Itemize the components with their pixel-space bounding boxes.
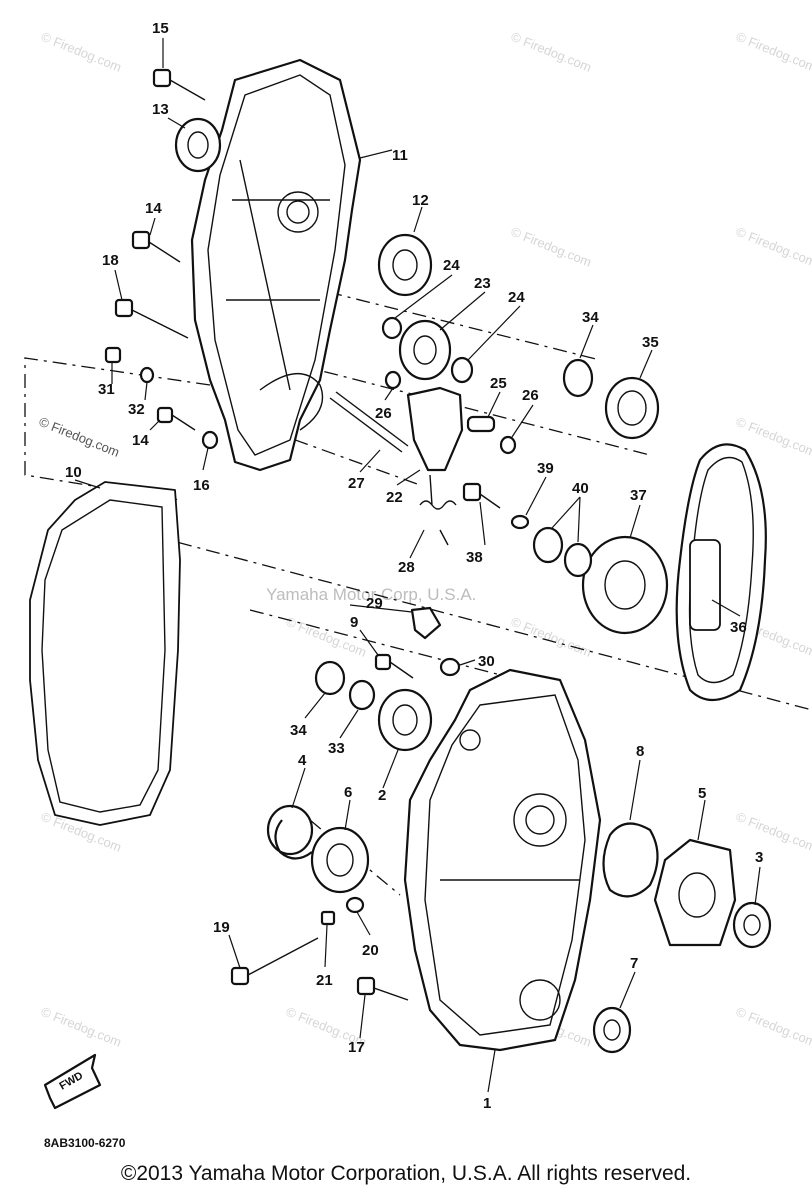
callout-12: 12: [412, 192, 429, 209]
callout-26: 26: [375, 405, 392, 422]
callout-10: 10: [65, 464, 82, 481]
watermark: © Firedog.com: [509, 224, 594, 270]
callout-36: 36: [730, 619, 747, 636]
callout-20: 20: [362, 942, 379, 959]
callout-13: 13: [152, 101, 169, 118]
callout-29: 29: [366, 595, 383, 612]
watermark: © Firedog.com: [509, 29, 594, 75]
callout-39: 39: [537, 460, 554, 477]
watermark-center: Yamaha Motor Corp, U.S.A.: [266, 585, 476, 604]
callout-26b: 26: [522, 387, 539, 404]
callout-19: 19: [213, 919, 230, 936]
gasket: [29, 481, 181, 826]
callout-34: 34: [582, 309, 599, 326]
callout-35: 35: [642, 334, 659, 351]
callout-1: 1: [483, 1095, 491, 1112]
callout-17: 17: [348, 1039, 365, 1056]
plate-8: [602, 822, 659, 898]
callout-34b: 34: [290, 722, 307, 739]
callout-38: 38: [466, 549, 483, 566]
callout-2: 2: [378, 787, 386, 804]
cover-5-hole: [678, 872, 716, 918]
diagram-code: 8AB3100-6270: [44, 1136, 126, 1150]
callout-40: 40: [572, 480, 589, 497]
gasket-inner: [41, 499, 166, 813]
watermark: © Firedog.com: [39, 29, 124, 75]
callout-28: 28: [398, 559, 415, 576]
fitting-29: [410, 606, 442, 640]
watermark: © Firedog.com: [734, 1004, 812, 1050]
callout-18: 18: [102, 252, 119, 269]
watermark: © Firedog.com: [734, 809, 812, 855]
lower-case: [403, 668, 602, 1052]
watermark: © Firedog.com: [509, 614, 594, 660]
callout-22: 22: [386, 489, 403, 506]
callout-23: 23: [474, 275, 491, 292]
sprocket-37: [581, 535, 669, 635]
callout-31: 31: [98, 381, 115, 398]
callout-5: 5: [698, 785, 706, 802]
leader-lines: [74, 38, 761, 1093]
callout-14b: 14: [132, 432, 149, 449]
shift-lever: [406, 386, 464, 472]
watermark: © Firedog.com: [39, 1004, 124, 1050]
callout-37: 37: [630, 487, 647, 504]
cover-5: [653, 838, 737, 947]
upper-case-cover: [190, 58, 362, 472]
callout-27: 27: [348, 475, 365, 492]
callout-21: 21: [316, 972, 333, 989]
callout-16: 16: [193, 477, 210, 494]
callout-32: 32: [128, 401, 145, 418]
bearings-and-seals: [139, 117, 772, 1054]
callout-8: 8: [636, 743, 644, 760]
sprocket-35: [604, 376, 660, 440]
watermark: © Firedog.com: [37, 414, 122, 460]
callout-24b: 24: [508, 289, 525, 306]
callout-7: 7: [630, 955, 638, 972]
callout-24: 24: [443, 257, 460, 274]
drive-chain: [675, 443, 767, 702]
spring: [419, 474, 457, 546]
watermark: © Firedog.com: [734, 29, 812, 75]
copyright-notice: ©2013 Yamaha Motor Corporation, U.S.A. A…: [120, 1162, 692, 1185]
callout-9: 9: [350, 614, 358, 631]
callout-3: 3: [755, 849, 763, 866]
bolts: [104, 68, 501, 1001]
watermark: © Firedog.com: [734, 224, 812, 270]
callout-labels: 1 2 3 4 5 6 7 8 9 10 11 12 13 14 14 15 1…: [65, 20, 763, 1112]
callout-33: 33: [328, 740, 345, 757]
callout-4: 4: [298, 752, 307, 769]
callout-6: 6: [344, 784, 352, 801]
callout-15: 15: [152, 20, 169, 37]
circlip: [274, 819, 313, 860]
fwd-arrow: FWD: [43, 1053, 102, 1110]
callout-11: 11: [392, 147, 408, 164]
callout-25: 25: [490, 375, 507, 392]
callout-30: 30: [478, 653, 495, 670]
callout-14: 14: [145, 200, 162, 217]
